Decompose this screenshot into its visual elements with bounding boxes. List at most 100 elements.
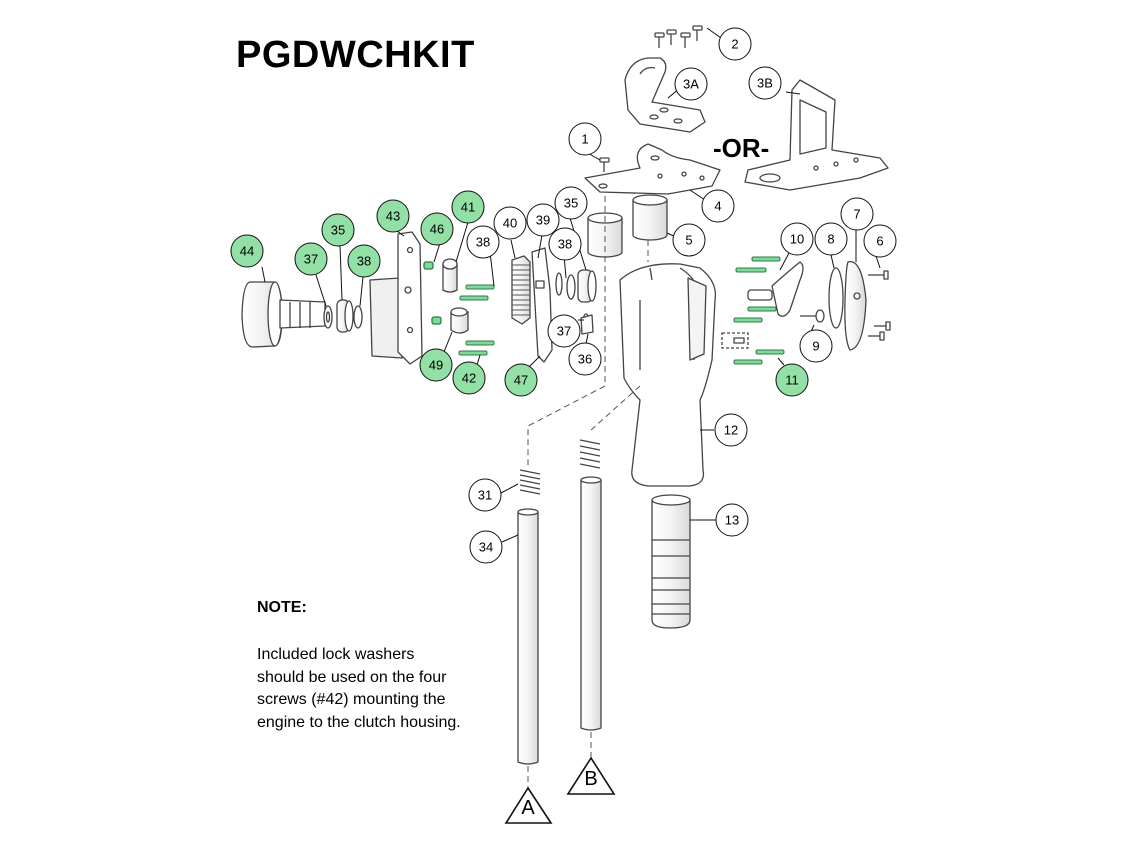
reference-triangle-b: B xyxy=(566,756,616,795)
part-38-clip xyxy=(353,305,363,329)
svg-text:9: 9 xyxy=(812,339,819,354)
svg-text:10: 10 xyxy=(790,232,804,247)
small-clip xyxy=(721,332,749,349)
note-line: Included lock washers xyxy=(257,646,415,663)
leader-line xyxy=(261,266,266,283)
callout-1: 1 xyxy=(568,122,602,156)
leader-line xyxy=(585,333,589,345)
note-text: Included lock washers should be used on … xyxy=(257,644,497,734)
callout-5: 5 xyxy=(672,223,706,257)
leader-line xyxy=(455,221,469,263)
callout-3a: 3A xyxy=(674,67,708,101)
callout-47: 47 xyxy=(504,363,538,397)
callout-43: 43 xyxy=(376,199,410,233)
part-9-screw xyxy=(800,309,825,323)
callout-13: 13 xyxy=(715,503,749,537)
or-label: -OR- xyxy=(713,133,770,163)
svg-text:38: 38 xyxy=(476,235,490,250)
callout-10: 10 xyxy=(780,222,814,256)
page-title: PGDWCHKIT xyxy=(236,34,475,76)
callout-38: 38 xyxy=(466,225,500,259)
svg-text:38: 38 xyxy=(357,254,371,269)
tube-b xyxy=(580,476,602,731)
callout-31: 31 xyxy=(468,478,502,512)
callout-41: 41 xyxy=(451,190,485,224)
part-42-screws xyxy=(458,284,495,356)
callout-40: 40 xyxy=(493,206,527,240)
leader-line xyxy=(476,354,481,366)
svg-text:42: 42 xyxy=(462,371,476,386)
svg-text:13: 13 xyxy=(725,513,739,528)
leader-line xyxy=(510,239,516,259)
leader-line xyxy=(875,255,881,269)
part-34-tube xyxy=(517,508,539,765)
svg-text:8: 8 xyxy=(827,232,834,247)
part-10-lever xyxy=(747,261,804,317)
part-46-pin xyxy=(423,261,442,325)
part-49-bearing xyxy=(450,307,469,334)
leader-line xyxy=(489,251,495,287)
svg-text:37: 37 xyxy=(557,324,571,339)
leader-line xyxy=(433,242,441,263)
part-40-gear xyxy=(511,255,531,325)
leader-line xyxy=(339,244,343,301)
svg-text:46: 46 xyxy=(430,222,444,237)
part-35-bearing xyxy=(336,299,354,333)
leader-line xyxy=(315,274,327,307)
part-31-spring xyxy=(519,469,541,495)
part-36-bushing xyxy=(580,314,594,335)
part-4-plate xyxy=(584,143,721,195)
svg-text:38: 38 xyxy=(558,237,572,252)
callout-35: 35 xyxy=(321,213,355,247)
part-35-bearing-middle xyxy=(577,269,597,303)
reference-triangle-a: A xyxy=(504,786,553,824)
svg-text:A: A xyxy=(521,797,535,819)
callout-36: 36 xyxy=(568,342,602,376)
callout-6: 6 xyxy=(863,224,897,258)
part-13-tube xyxy=(651,494,691,629)
svg-text:5: 5 xyxy=(685,233,692,248)
svg-text:34: 34 xyxy=(479,540,493,555)
svg-text:6: 6 xyxy=(876,234,883,249)
svg-text:44: 44 xyxy=(240,244,254,259)
svg-text:3B: 3B xyxy=(757,76,773,91)
callout-9: 9 xyxy=(799,329,833,363)
callout-12: 12 xyxy=(714,413,748,447)
note-line: engine to the clutch housing. xyxy=(257,713,461,731)
svg-text:39: 39 xyxy=(536,213,550,228)
part-2-screws xyxy=(654,25,703,48)
svg-text:40: 40 xyxy=(503,216,517,231)
part-8-gasket xyxy=(828,267,844,329)
callout-38: 38 xyxy=(548,227,582,261)
callout-38: 38 xyxy=(347,244,381,278)
svg-text:37: 37 xyxy=(304,252,318,267)
part-39-shoe xyxy=(531,247,553,363)
svg-text:41: 41 xyxy=(461,200,475,215)
leader-line xyxy=(359,276,364,307)
leader-line xyxy=(396,230,405,237)
svg-text:31: 31 xyxy=(478,488,492,503)
svg-text:11: 11 xyxy=(785,373,799,388)
alignment-line xyxy=(527,385,606,466)
callout-2: 2 xyxy=(718,27,752,61)
leader-line xyxy=(528,355,541,368)
part-5-bushing xyxy=(632,194,668,241)
callout-8: 8 xyxy=(814,222,848,256)
leader-line xyxy=(785,91,801,95)
svg-text:4: 4 xyxy=(714,199,721,214)
callout-7: 7 xyxy=(840,197,874,231)
callout-4: 4 xyxy=(701,189,735,223)
svg-text:3A: 3A xyxy=(683,77,699,92)
part-12-housing xyxy=(619,263,717,487)
callout-39: 39 xyxy=(526,203,560,237)
callout-34: 34 xyxy=(469,530,503,564)
callout-49: 49 xyxy=(419,348,453,382)
svg-text:7: 7 xyxy=(853,207,860,222)
part-43-plate xyxy=(369,231,423,365)
svg-text:35: 35 xyxy=(564,196,578,211)
part-41-bearing xyxy=(442,258,458,293)
part-44-knob xyxy=(241,281,326,348)
callout-46: 46 xyxy=(420,212,454,246)
part-3b-bracket xyxy=(744,79,889,191)
